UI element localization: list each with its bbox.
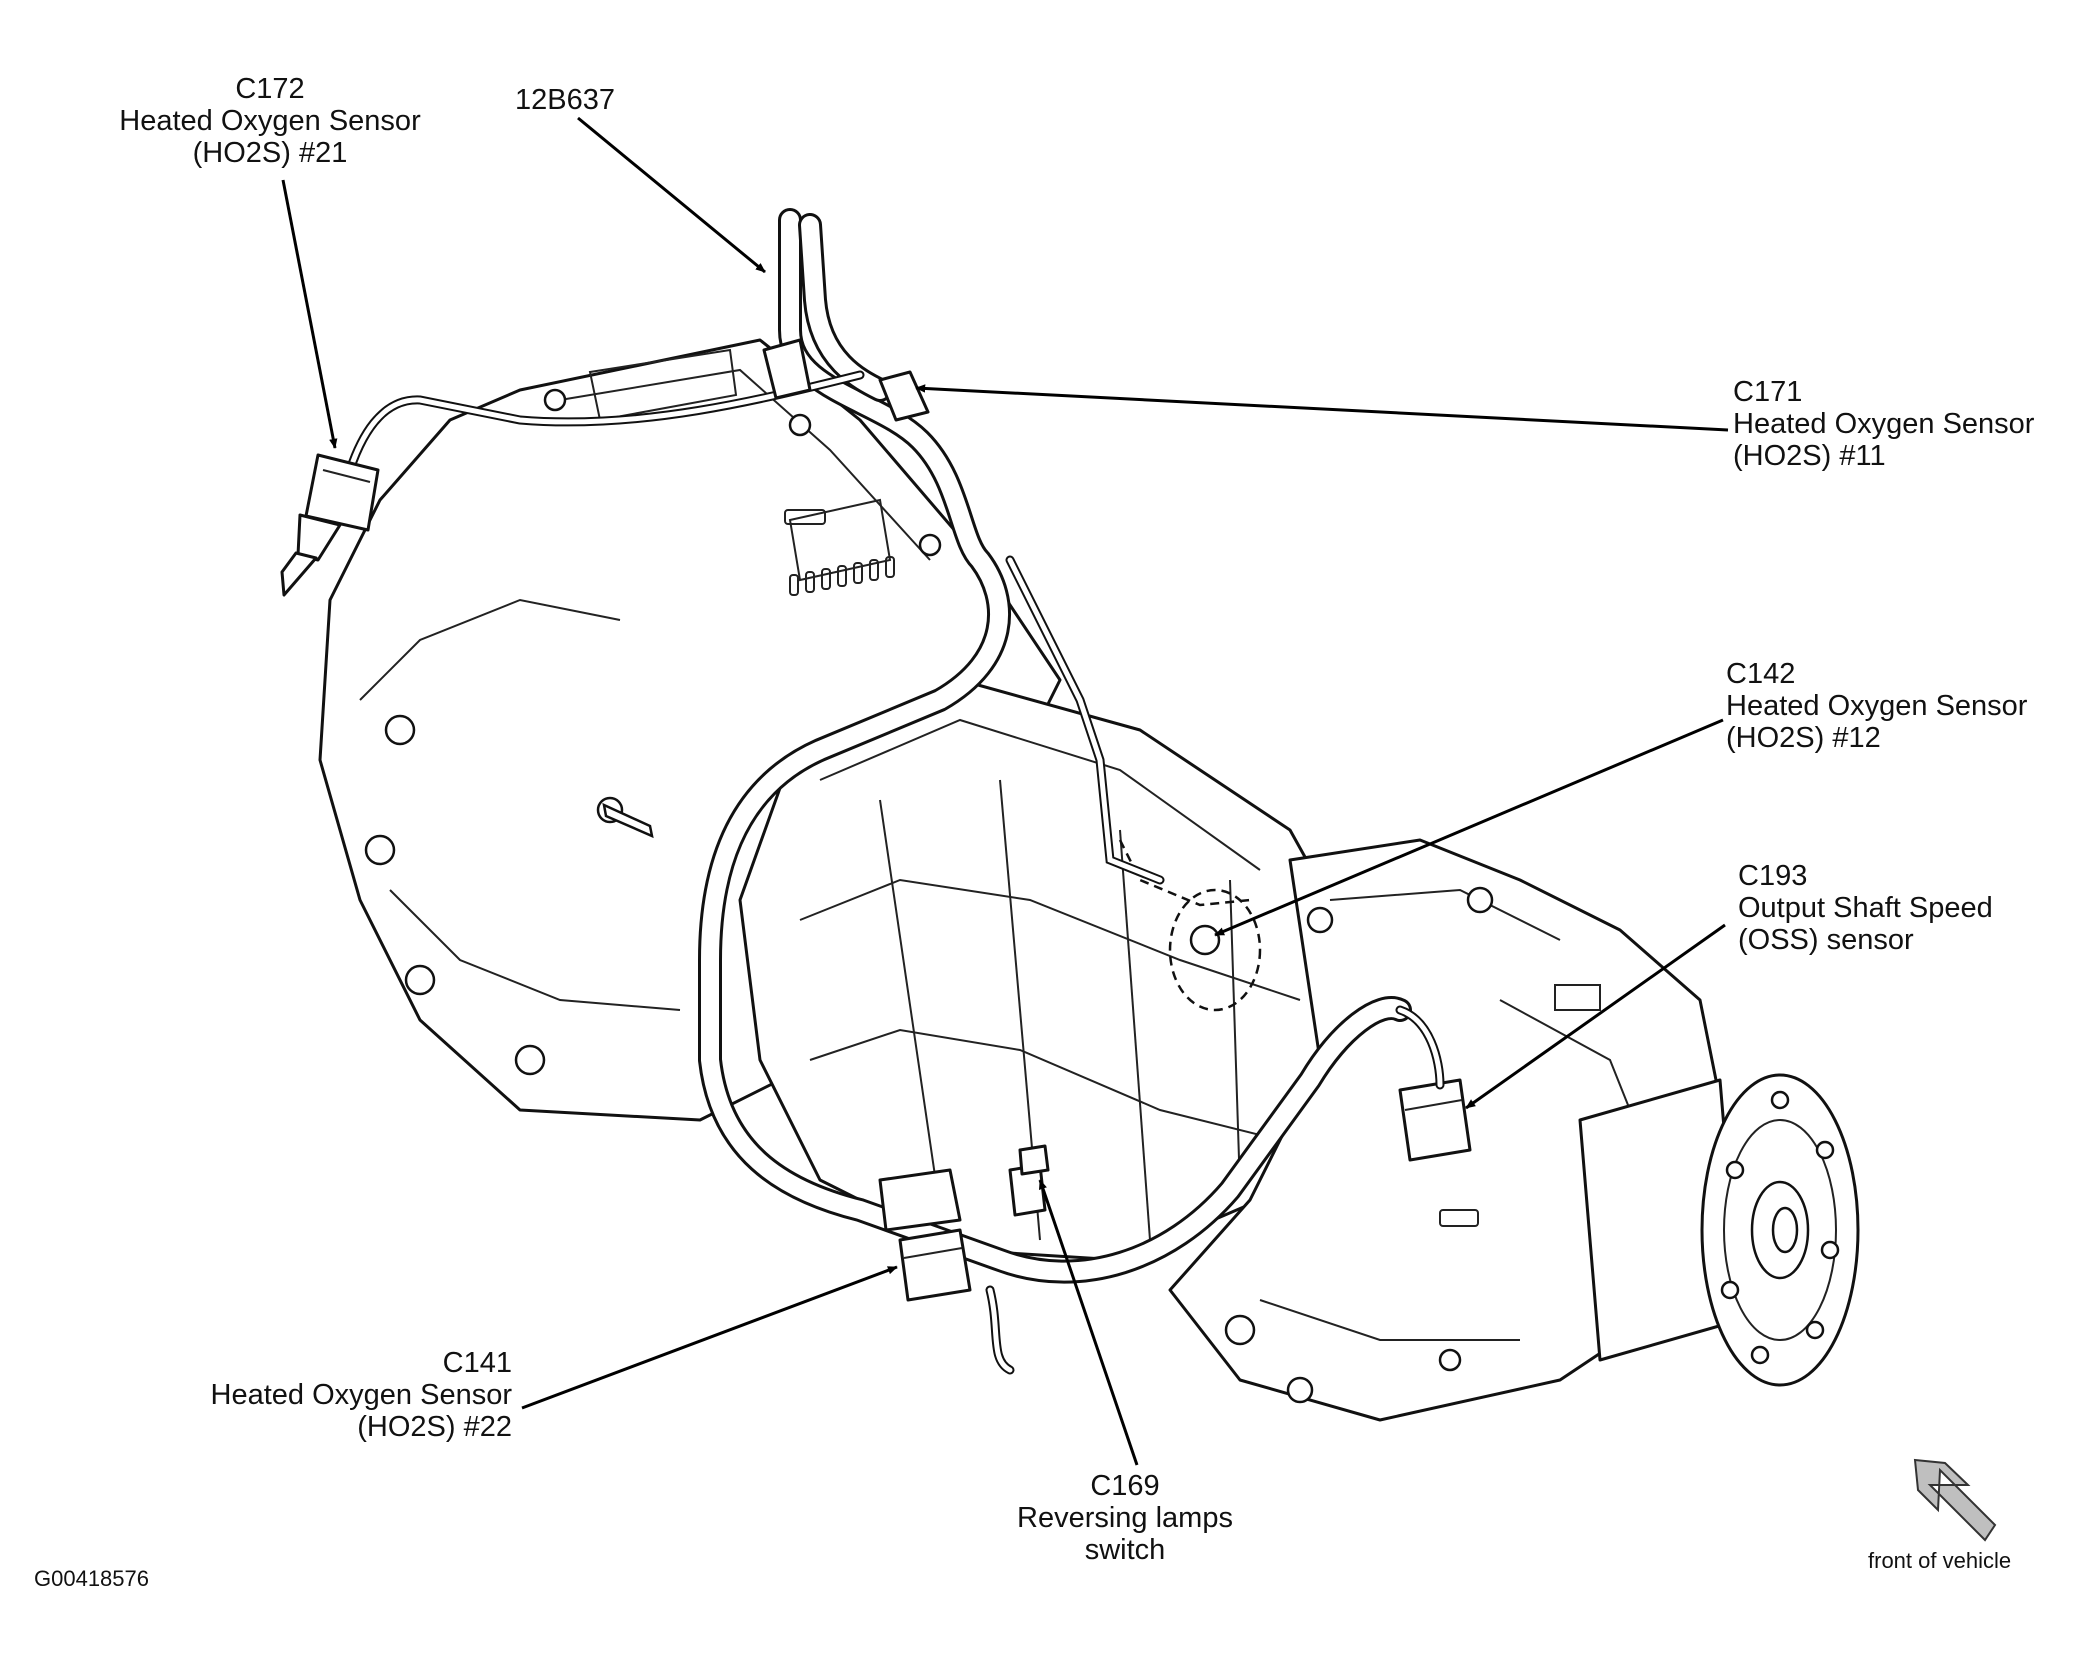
callout-c172-line2: (HO2S) #21 [192, 137, 348, 169]
connector-c193 [1395, 1005, 1472, 1162]
callout-c141-code: C141 [442, 1347, 512, 1379]
callout-c141-line1: Heated Oxygen Sensor [210, 1379, 512, 1411]
callout-c171-line2: (HO2S) #11 [1733, 440, 1886, 472]
connector-c171 [762, 338, 930, 422]
callout-c142-code: C142 [1726, 658, 1796, 690]
callout-c171: C171 Heated Oxygen Sensor (HO2S) #11 [1733, 376, 2034, 472]
callout-c172-code: C172 [235, 73, 305, 105]
harness-label-12b637: 12B637 [515, 84, 615, 116]
callout-c193-line1: Output Shaft Speed [1738, 892, 1993, 924]
front-of-vehicle-label: front of vehicle [1868, 1548, 2012, 1573]
wiring-harness-12b637 [698, 208, 1412, 1284]
callout-c193-code: C193 [1738, 860, 1808, 892]
output-flange [1578, 1073, 1860, 1387]
callout-c142: C142 Heated Oxygen Sensor (HO2S) #12 [1726, 658, 2027, 754]
callout-c141: C141 Heated Oxygen Sensor (HO2S) #22 [150, 1347, 512, 1443]
bell-housing-bolts [364, 388, 942, 1076]
callout-c169-code: C169 [1090, 1470, 1160, 1502]
harness-label-text: 12B637 [515, 84, 615, 116]
callout-c169: C169 Reversing lamps switch [985, 1470, 1265, 1566]
callout-c169-line1: Reversing lamps [1017, 1502, 1233, 1534]
main-case [738, 678, 1342, 1262]
callout-c142-line2: (HO2S) #12 [1726, 722, 1881, 754]
callout-c171-code: C171 [1733, 376, 1803, 408]
vent-slots [789, 556, 895, 596]
callout-c171-line1: Heated Oxygen Sensor [1733, 408, 2035, 440]
callout-c169-line2: switch [1084, 1534, 1166, 1566]
callout-c172: C172 Heated Oxygen Sensor (HO2S) #21 [100, 73, 440, 169]
callout-c141-line2: (HO2S) #22 [357, 1411, 512, 1443]
bell-housing [318, 338, 1062, 1122]
callout-c142-line1: Heated Oxygen Sensor [1726, 690, 2028, 722]
callout-c172-line1: Heated Oxygen Sensor [119, 105, 421, 137]
front-of-vehicle-arrow-icon [1913, 1458, 1997, 1542]
connector-c172 [280, 453, 380, 597]
leader-lines [281, 116, 1729, 1466]
connector-c141 [878, 1168, 1015, 1375]
connector-c169 [1008, 1144, 1050, 1217]
figure-id: G00418576 [34, 1566, 149, 1591]
callout-c193: C193 Output Shaft Speed (OSS) sensor [1738, 860, 1993, 956]
callout-c193-line2: (OSS) sensor [1738, 924, 1914, 956]
